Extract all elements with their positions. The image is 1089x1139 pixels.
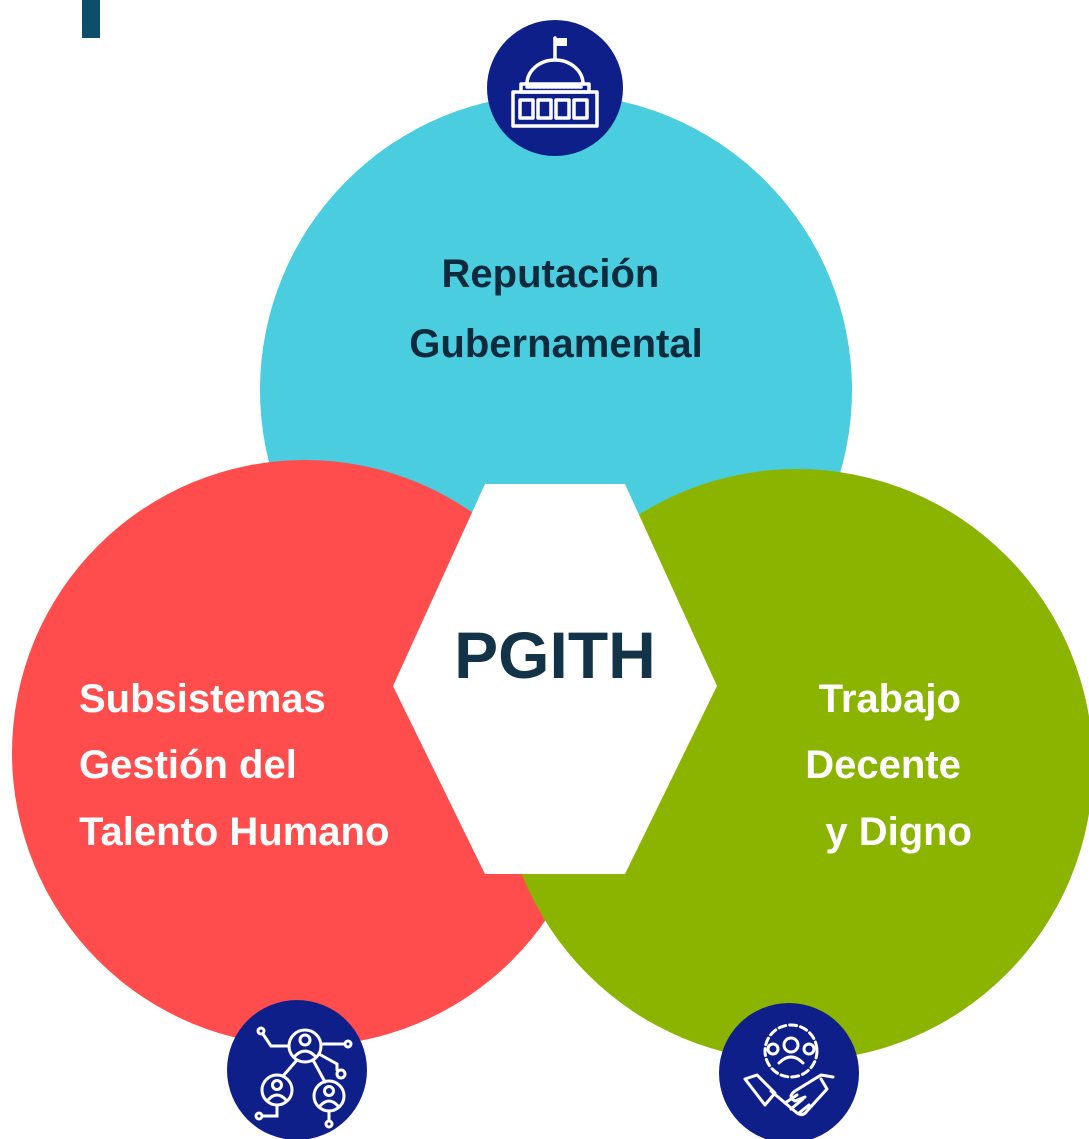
label-subsistemas-line-2: Gestión del — [79, 743, 297, 787]
label-trabajo-line-3: y Digno — [825, 810, 972, 854]
label-trabajo-line-1: Trabajo — [819, 677, 961, 721]
label-reputacion: Reputación Gubernamental — [409, 252, 702, 366]
label-reputacion-line-2: Gubernamental — [409, 322, 702, 366]
center-label: PGITH — [454, 618, 656, 692]
label-reputacion-line-1: Reputación — [442, 252, 660, 296]
handshake-team-icon — [719, 1003, 859, 1139]
label-subsistemas-line-1: Subsistemas — [79, 677, 326, 721]
label-subsistemas: Subsistemas Gestión del Talento Humano — [79, 677, 389, 854]
people-network-icon — [227, 1000, 367, 1139]
government-building-icon — [487, 20, 623, 156]
label-trabajo: Trabajo Decente y Digno — [805, 677, 972, 854]
label-subsistemas-line-3: Talento Humano — [79, 810, 389, 854]
label-trabajo-line-2: Decente — [805, 743, 961, 787]
center-hexagon — [393, 484, 717, 874]
page-edge-mark — [82, 0, 100, 38]
